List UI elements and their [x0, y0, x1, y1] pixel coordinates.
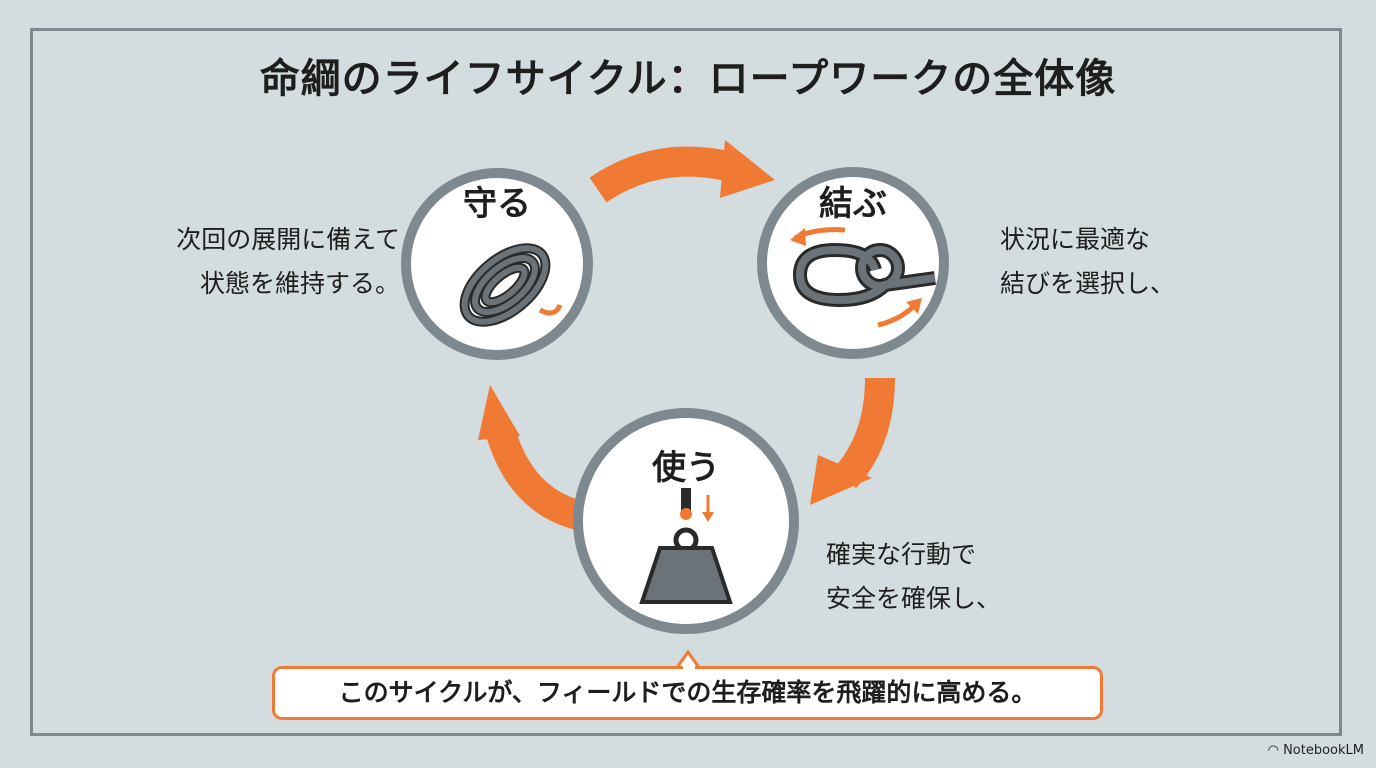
stage-circle-use [573, 408, 799, 634]
description-line: 状況に最適な [1000, 225, 1151, 254]
arrowhead-icon [478, 385, 520, 440]
slide-frame [30, 28, 1342, 736]
notebooklm-icon: ◠ [1267, 743, 1279, 758]
description-line: 次回の展開に備えて [176, 225, 400, 254]
knot-icon [790, 227, 936, 328]
slide-title: 命綱のライフサイクル：ロープワークの全体像 [259, 56, 1117, 102]
arrow-tie-to-use [833, 377, 895, 489]
notebooklm-logo: ◠ NotebookLM [1268, 743, 1364, 758]
description-line: 安全を確保し、 [826, 584, 1002, 613]
stage-title-use: 使う [652, 448, 720, 488]
stage-description-use: 確実な行動で 安全を確保し、 [826, 533, 1001, 621]
stage-title-protect: 守る [463, 184, 531, 224]
stage-title-tie: 結ぶ [819, 184, 887, 224]
arrow-protect-to-tie [589, 146, 739, 203]
summary-callout: このサイクルが、フィールドでの生存確率を飛躍的に高める。 [272, 666, 1103, 720]
arrowhead-icon [720, 140, 775, 198]
branding-text: NotebookLM [1283, 743, 1364, 758]
arrow-use-to-protect [485, 425, 583, 530]
stage-description-tie: 状況に最適な 結びを選択し、 [1000, 218, 1175, 306]
description-line: 結びを選択し、 [1000, 269, 1176, 298]
arrowhead-icon [810, 455, 872, 505]
load-weight-icon [639, 488, 733, 604]
description-line: 確実な行動で [826, 540, 977, 569]
description-line: 状態を維持する。 [199, 269, 400, 298]
stage-circle-tie [757, 167, 949, 359]
stage-description-protect: 次回の展開に備えて 状態を維持する。 [110, 218, 400, 306]
